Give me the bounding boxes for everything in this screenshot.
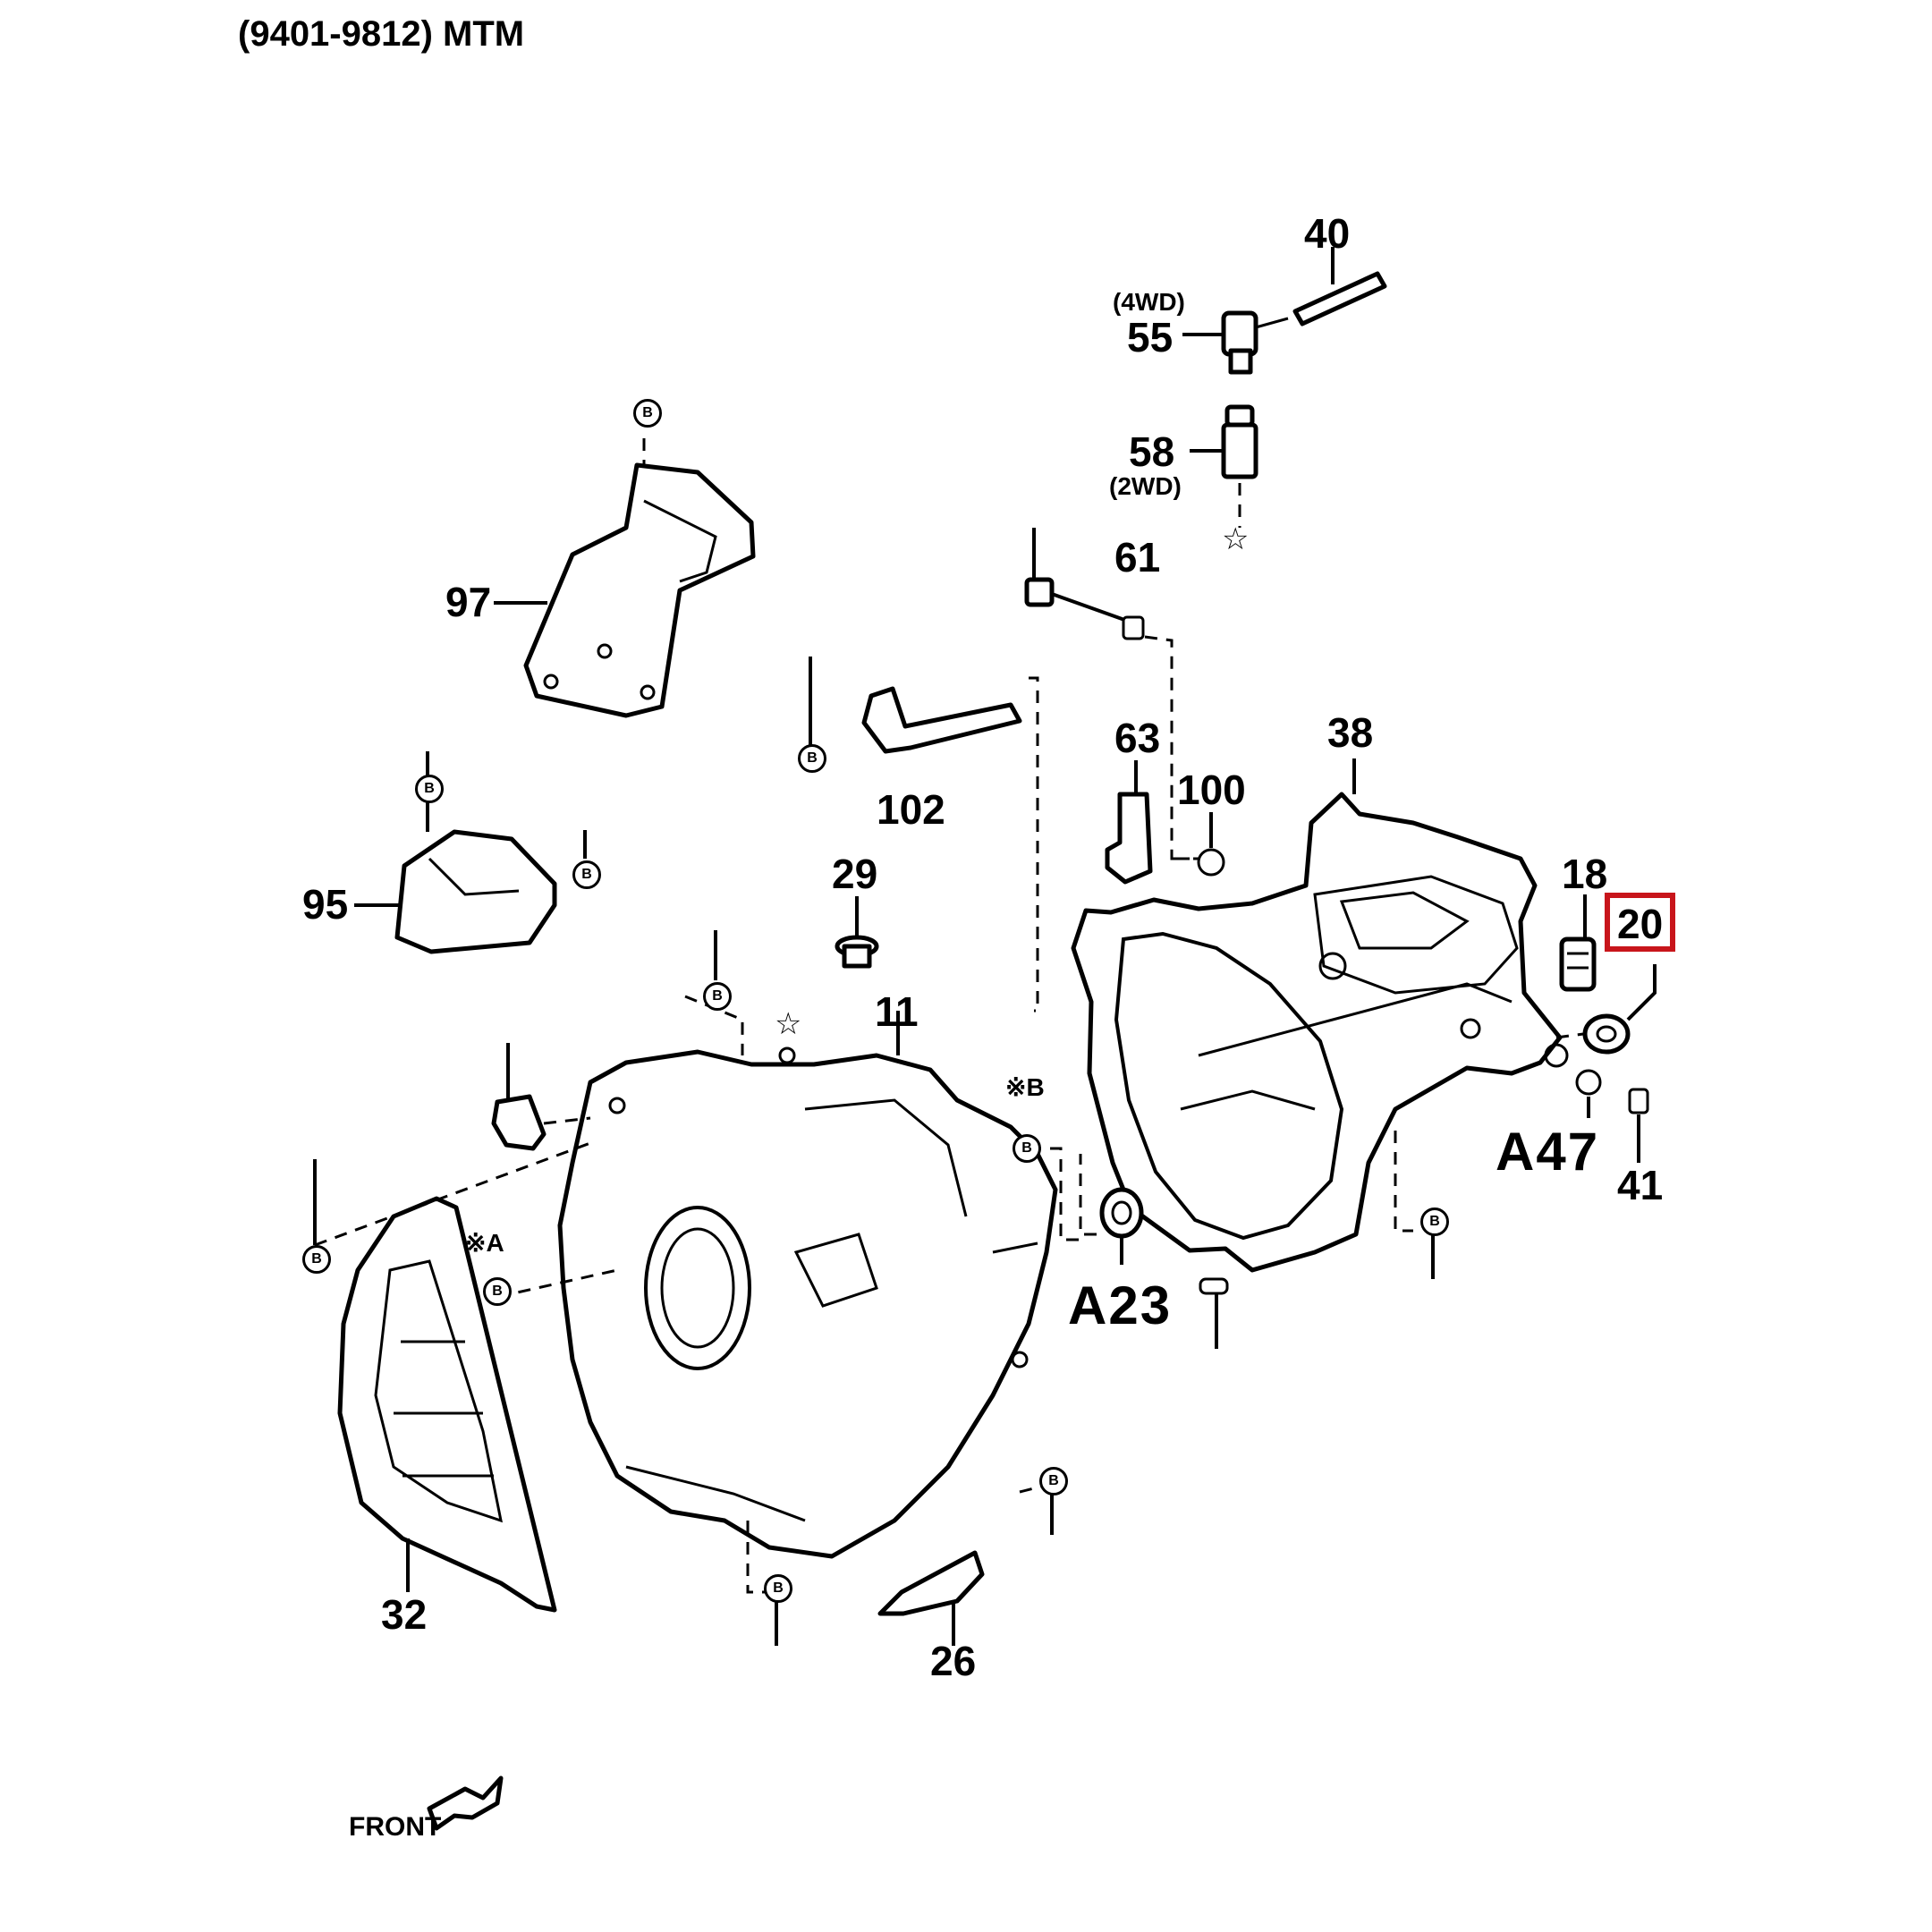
bolt-marker-icon: B	[764, 1574, 792, 1603]
callout-97: 97	[445, 579, 492, 625]
bolt-marker-icon: B	[1013, 1134, 1041, 1163]
bolt-marker-icon: B	[1420, 1208, 1449, 1236]
note-2wd: (2WD)	[1109, 472, 1182, 500]
part-55-switch	[1221, 310, 1289, 375]
part-58-switch	[1221, 404, 1258, 528]
front-label: FRONT	[349, 1812, 442, 1842]
bolt-marker-icon: B	[302, 1245, 331, 1274]
part-95-mount	[394, 751, 587, 954]
callout-61: 61	[1114, 534, 1161, 580]
callout-38: 38	[1327, 709, 1374, 756]
part-102-lever	[809, 657, 1039, 1013]
callout-A23: A23	[1068, 1275, 1173, 1335]
part-20-oil-seal	[1555, 964, 1657, 1055]
bolt-marker-icon: B	[415, 775, 444, 803]
callout-18: 18	[1562, 851, 1608, 897]
bolt-marker-icon: B	[572, 860, 601, 889]
part-11-clutch-housing	[557, 1011, 1058, 1559]
part-bracket-small	[491, 1043, 547, 1151]
bolt-marker-icon: B	[483, 1277, 512, 1306]
star-marker: ☆	[1222, 522, 1250, 556]
part-26-plate	[877, 1550, 985, 1646]
part-32-cover	[337, 1196, 557, 1613]
part-100-plug	[1197, 848, 1225, 877]
callout-11: 11	[875, 988, 919, 1035]
page-title: (9401-9812) MTM	[238, 14, 525, 54]
part-41-breather	[1628, 1088, 1649, 1163]
bolt-marker-icon: B	[633, 399, 662, 428]
part-40-rod	[1292, 271, 1387, 326]
callout-55: 55	[1127, 314, 1174, 360]
part-18-block	[1559, 894, 1597, 992]
callout-41: 41	[1617, 1162, 1664, 1208]
callout-63: 63	[1114, 715, 1161, 761]
callout-A47: A47	[1496, 1122, 1600, 1182]
callout-26: 26	[930, 1638, 977, 1684]
part-97-bracket	[523, 438, 756, 718]
part-38-transmission-case	[1071, 758, 1569, 1273]
part-29-plug	[835, 896, 879, 969]
callout-95: 95	[302, 881, 349, 928]
part-A23-seal	[1079, 1154, 1144, 1265]
callout-40: 40	[1304, 210, 1351, 257]
callout-29: 29	[832, 851, 878, 897]
bolt-marker-icon: B	[1039, 1467, 1068, 1496]
callout-100: 100	[1177, 767, 1246, 813]
callout-58: 58	[1129, 428, 1175, 475]
ref-a: ※A	[465, 1229, 504, 1257]
callout-20-highlighted: 20	[1605, 893, 1676, 952]
bolt-marker-icon: B	[798, 744, 826, 773]
callout-32: 32	[381, 1591, 428, 1638]
bolt-marker-icon: B	[703, 982, 732, 1011]
ref-b: ※B	[1005, 1073, 1045, 1101]
front-arrow-icon	[427, 1775, 504, 1831]
callout-102: 102	[877, 786, 945, 833]
part-A47-bush	[1575, 1069, 1602, 1096]
star-marker-2: ☆	[775, 1007, 802, 1041]
part-61-bolt	[1024, 528, 1190, 860]
part-63-plate	[1105, 760, 1153, 885]
note-4wd: (4WD)	[1113, 288, 1185, 316]
